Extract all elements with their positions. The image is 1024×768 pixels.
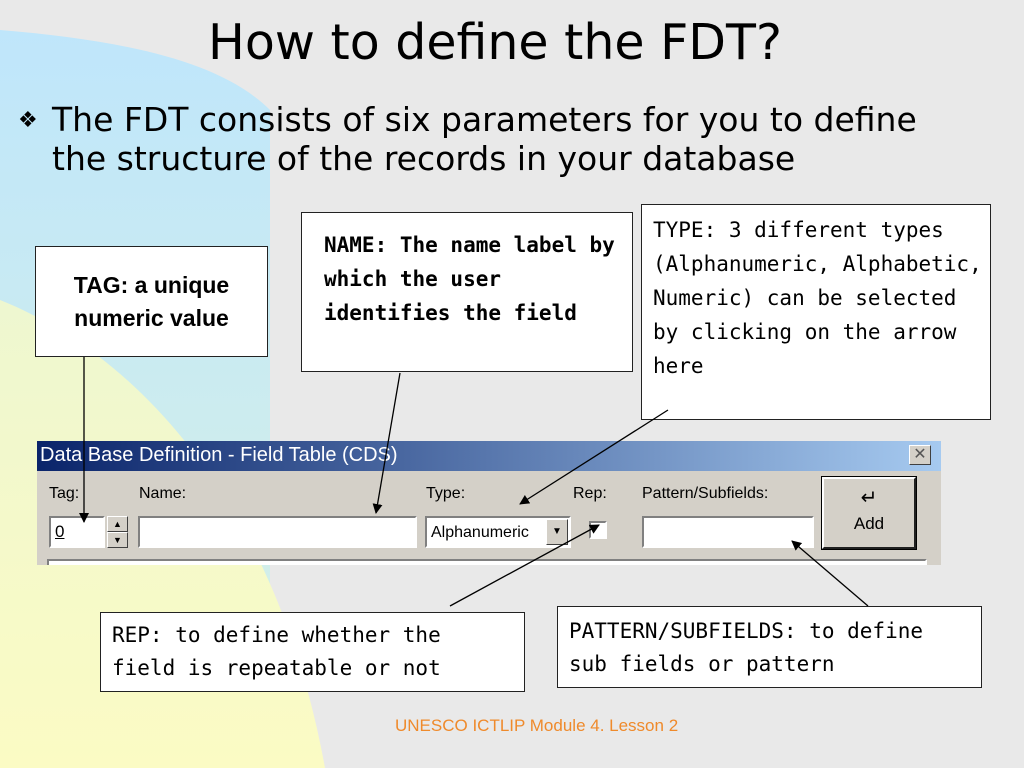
tag-label: Tag: xyxy=(49,485,80,502)
field-table-dialog: Data Base Definition - Field Table (CDS)… xyxy=(37,441,941,565)
enter-arrow-icon: ↵ xyxy=(860,487,878,509)
add-button[interactable]: ↵ Add xyxy=(821,476,917,550)
rep-callout: REP: to define whether the field is repe… xyxy=(100,612,525,692)
dialog-title: Data Base Definition - Field Table (CDS) xyxy=(40,444,398,466)
pattern-callout: PATTERN/SUBFIELDS: to define sub fields … xyxy=(557,606,982,688)
close-icon[interactable]: ✕ xyxy=(909,445,931,465)
rep-label: Rep: xyxy=(573,485,607,502)
bullet-text: The FDT consists of six parameters for y… xyxy=(52,100,917,178)
slide-footer: UNESCO ICTLIP Module 4. Lesson 2 xyxy=(395,716,679,735)
tag-input[interactable]: 0 xyxy=(49,516,105,548)
name-callout: NAME: The name label by which the user i… xyxy=(301,212,633,372)
tag-value: 0 xyxy=(55,522,65,541)
chevron-down-icon[interactable]: ▼ xyxy=(546,519,568,545)
type-callout: TYPE: 3 different types (Alphanumeric, A… xyxy=(641,204,991,420)
type-select-value: Alphanumeric xyxy=(431,524,529,541)
pattern-input[interactable] xyxy=(642,516,814,548)
type-select[interactable]: Alphanumeric ▼ xyxy=(425,516,571,548)
pattern-label: Pattern/Subfields: xyxy=(642,485,769,502)
field-list[interactable] xyxy=(47,559,927,565)
tag-callout: TAG: a unique numeric value xyxy=(35,246,268,357)
slide-title: How to define the FDT? xyxy=(208,14,782,71)
diamond-bullet-icon: ❖ xyxy=(18,108,38,133)
spin-down-icon[interactable]: ▼ xyxy=(107,532,128,548)
dialog-title-bar: Data Base Definition - Field Table (CDS)… xyxy=(37,441,941,471)
name-label: Name: xyxy=(139,485,187,502)
rep-checkbox[interactable] xyxy=(589,521,607,539)
spin-up-icon[interactable]: ▲ xyxy=(107,516,128,532)
add-button-label: Add xyxy=(853,514,885,533)
name-input[interactable] xyxy=(138,516,417,548)
type-label: Type: xyxy=(426,485,466,502)
tag-spinner[interactable]: ▲ ▼ xyxy=(107,516,128,548)
